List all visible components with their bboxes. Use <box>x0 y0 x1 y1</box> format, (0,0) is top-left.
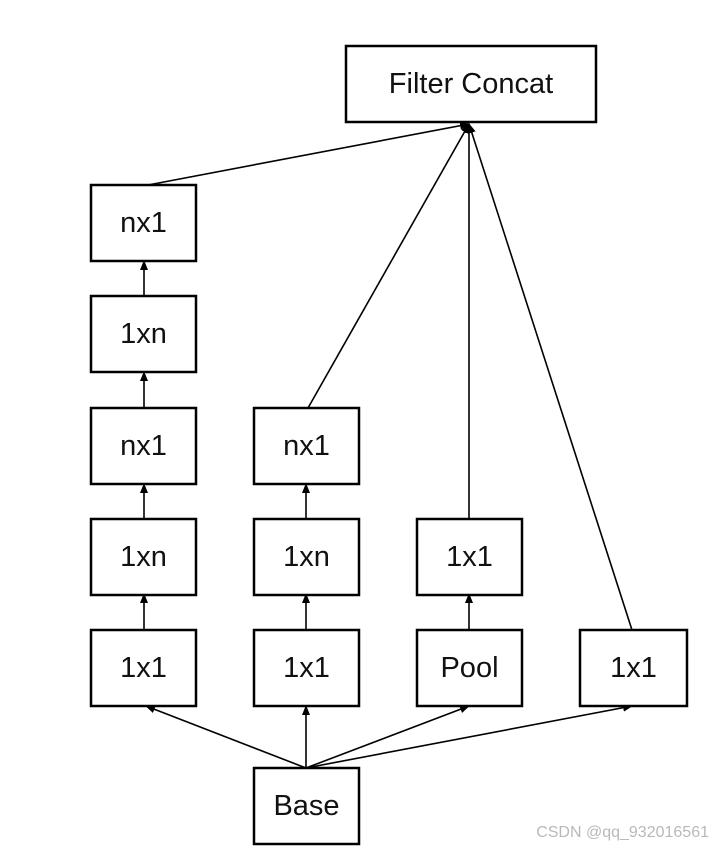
filter-concat-label: Filter Concat <box>389 68 553 100</box>
branch2-1xn-node: 1xn <box>252 517 361 597</box>
edges-layer <box>140 121 633 769</box>
branch1-nx1-lower-label: nx1 <box>120 430 167 462</box>
base-label: Base <box>273 790 339 822</box>
branch4-1x1-label: 1x1 <box>610 652 657 684</box>
edge-base-to-pool <box>305 705 470 769</box>
branch1-1xn-lower-label: 1xn <box>120 541 167 573</box>
watermark: CSDN @qq_932016561 <box>536 824 709 841</box>
branch1-1xn-upper-label: 1xn <box>120 318 167 350</box>
branch1-1xn-upper-node: 1xn <box>89 294 198 374</box>
branch4-1x1-node: 1x1 <box>578 628 689 708</box>
edge-b2-to-filter-concat <box>307 123 470 409</box>
branch1-1x1-node: 1x1 <box>89 628 198 708</box>
branch1-1x1-label: 1x1 <box>120 652 167 684</box>
base-node: Base <box>252 766 361 846</box>
edge-base-to-branch4 <box>305 703 633 769</box>
edge-b4-to-filter-concat <box>467 123 633 631</box>
branch3-1x1-node: 1x1 <box>415 517 524 597</box>
edge-base-to-branch1 <box>145 705 307 769</box>
nodes-layer: Filter Concat nx1 1xn nx1 1xn 1x1 nx1 <box>89 44 689 846</box>
edge-b1-to-filter-concat <box>147 121 470 186</box>
branch2-1xn-label: 1xn <box>283 541 330 573</box>
branch1-nx1-top-label: nx1 <box>120 207 167 239</box>
branch1-1xn-lower-node: 1xn <box>89 517 198 597</box>
branch3-pool-node: Pool <box>415 628 524 708</box>
branch2-1x1-label: 1x1 <box>283 652 330 684</box>
branch2-nx1-label: nx1 <box>283 430 330 462</box>
branch2-nx1-node: nx1 <box>252 406 361 486</box>
branch1-nx1-lower-node: nx1 <box>89 406 198 486</box>
branch3-pool-label: Pool <box>440 652 498 684</box>
branch1-nx1-top-node: nx1 <box>89 183 198 263</box>
filter-concat-node: Filter Concat <box>344 44 598 124</box>
branch3-1x1-label: 1x1 <box>446 541 493 573</box>
branch2-1x1-node: 1x1 <box>252 628 361 708</box>
